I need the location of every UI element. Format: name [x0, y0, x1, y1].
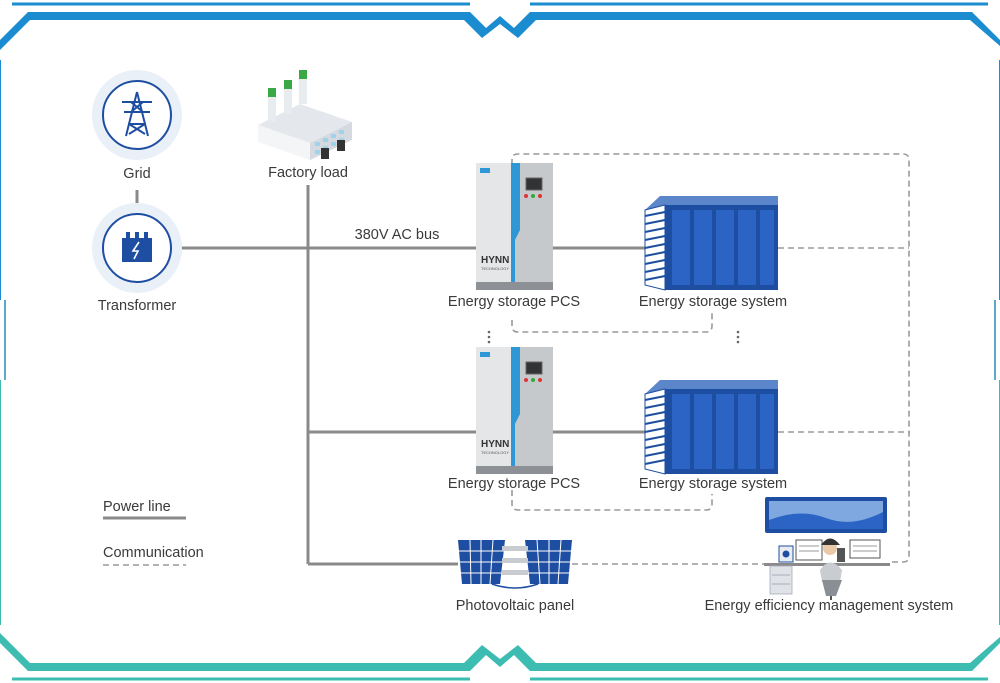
- legend: [103, 516, 186, 566]
- brand-name: HYNN: [481, 255, 509, 266]
- transformer-icon: [92, 203, 182, 293]
- operator-workstation-icon: [764, 497, 890, 600]
- legend-power-label: Power line: [103, 499, 171, 515]
- pcs-2-label: Energy storage PCS: [447, 476, 581, 492]
- legend-comm-label: Communication: [103, 545, 204, 561]
- ems-label: Energy efficiency management system: [704, 598, 954, 614]
- ess-1-label: Energy storage system: [638, 294, 788, 310]
- brand-sub: TECHNOLOGY: [481, 266, 509, 271]
- factory-load-label: Factory load: [268, 165, 348, 181]
- factory-icon: [258, 70, 352, 160]
- communication-lines: [511, 153, 910, 565]
- power-lines: [135, 185, 645, 566]
- ac-bus-label: 380V AC bus: [354, 227, 440, 243]
- storage-container-1: [644, 196, 778, 291]
- pv-label: Photovoltaic panel: [455, 598, 575, 614]
- transformer-label: Transformer: [97, 298, 177, 314]
- vertical-ellipsis: [487, 330, 740, 344]
- pcs-cabinet-2: HYNN TECHNOLOGY: [476, 347, 553, 474]
- storage-container-2: [644, 380, 778, 475]
- brand-sub: TECHNOLOGY: [481, 450, 509, 455]
- solar-panel-icon: [458, 539, 572, 589]
- ess-2-label: Energy storage system: [638, 476, 788, 492]
- transmission-tower-icon: [92, 70, 182, 160]
- grid-label: Grid: [123, 166, 151, 182]
- pcs-cabinet-1: HYNN TECHNOLOGY: [476, 163, 553, 290]
- brand-name: HYNN: [481, 439, 509, 450]
- pcs-1-label: Energy storage PCS: [447, 294, 581, 310]
